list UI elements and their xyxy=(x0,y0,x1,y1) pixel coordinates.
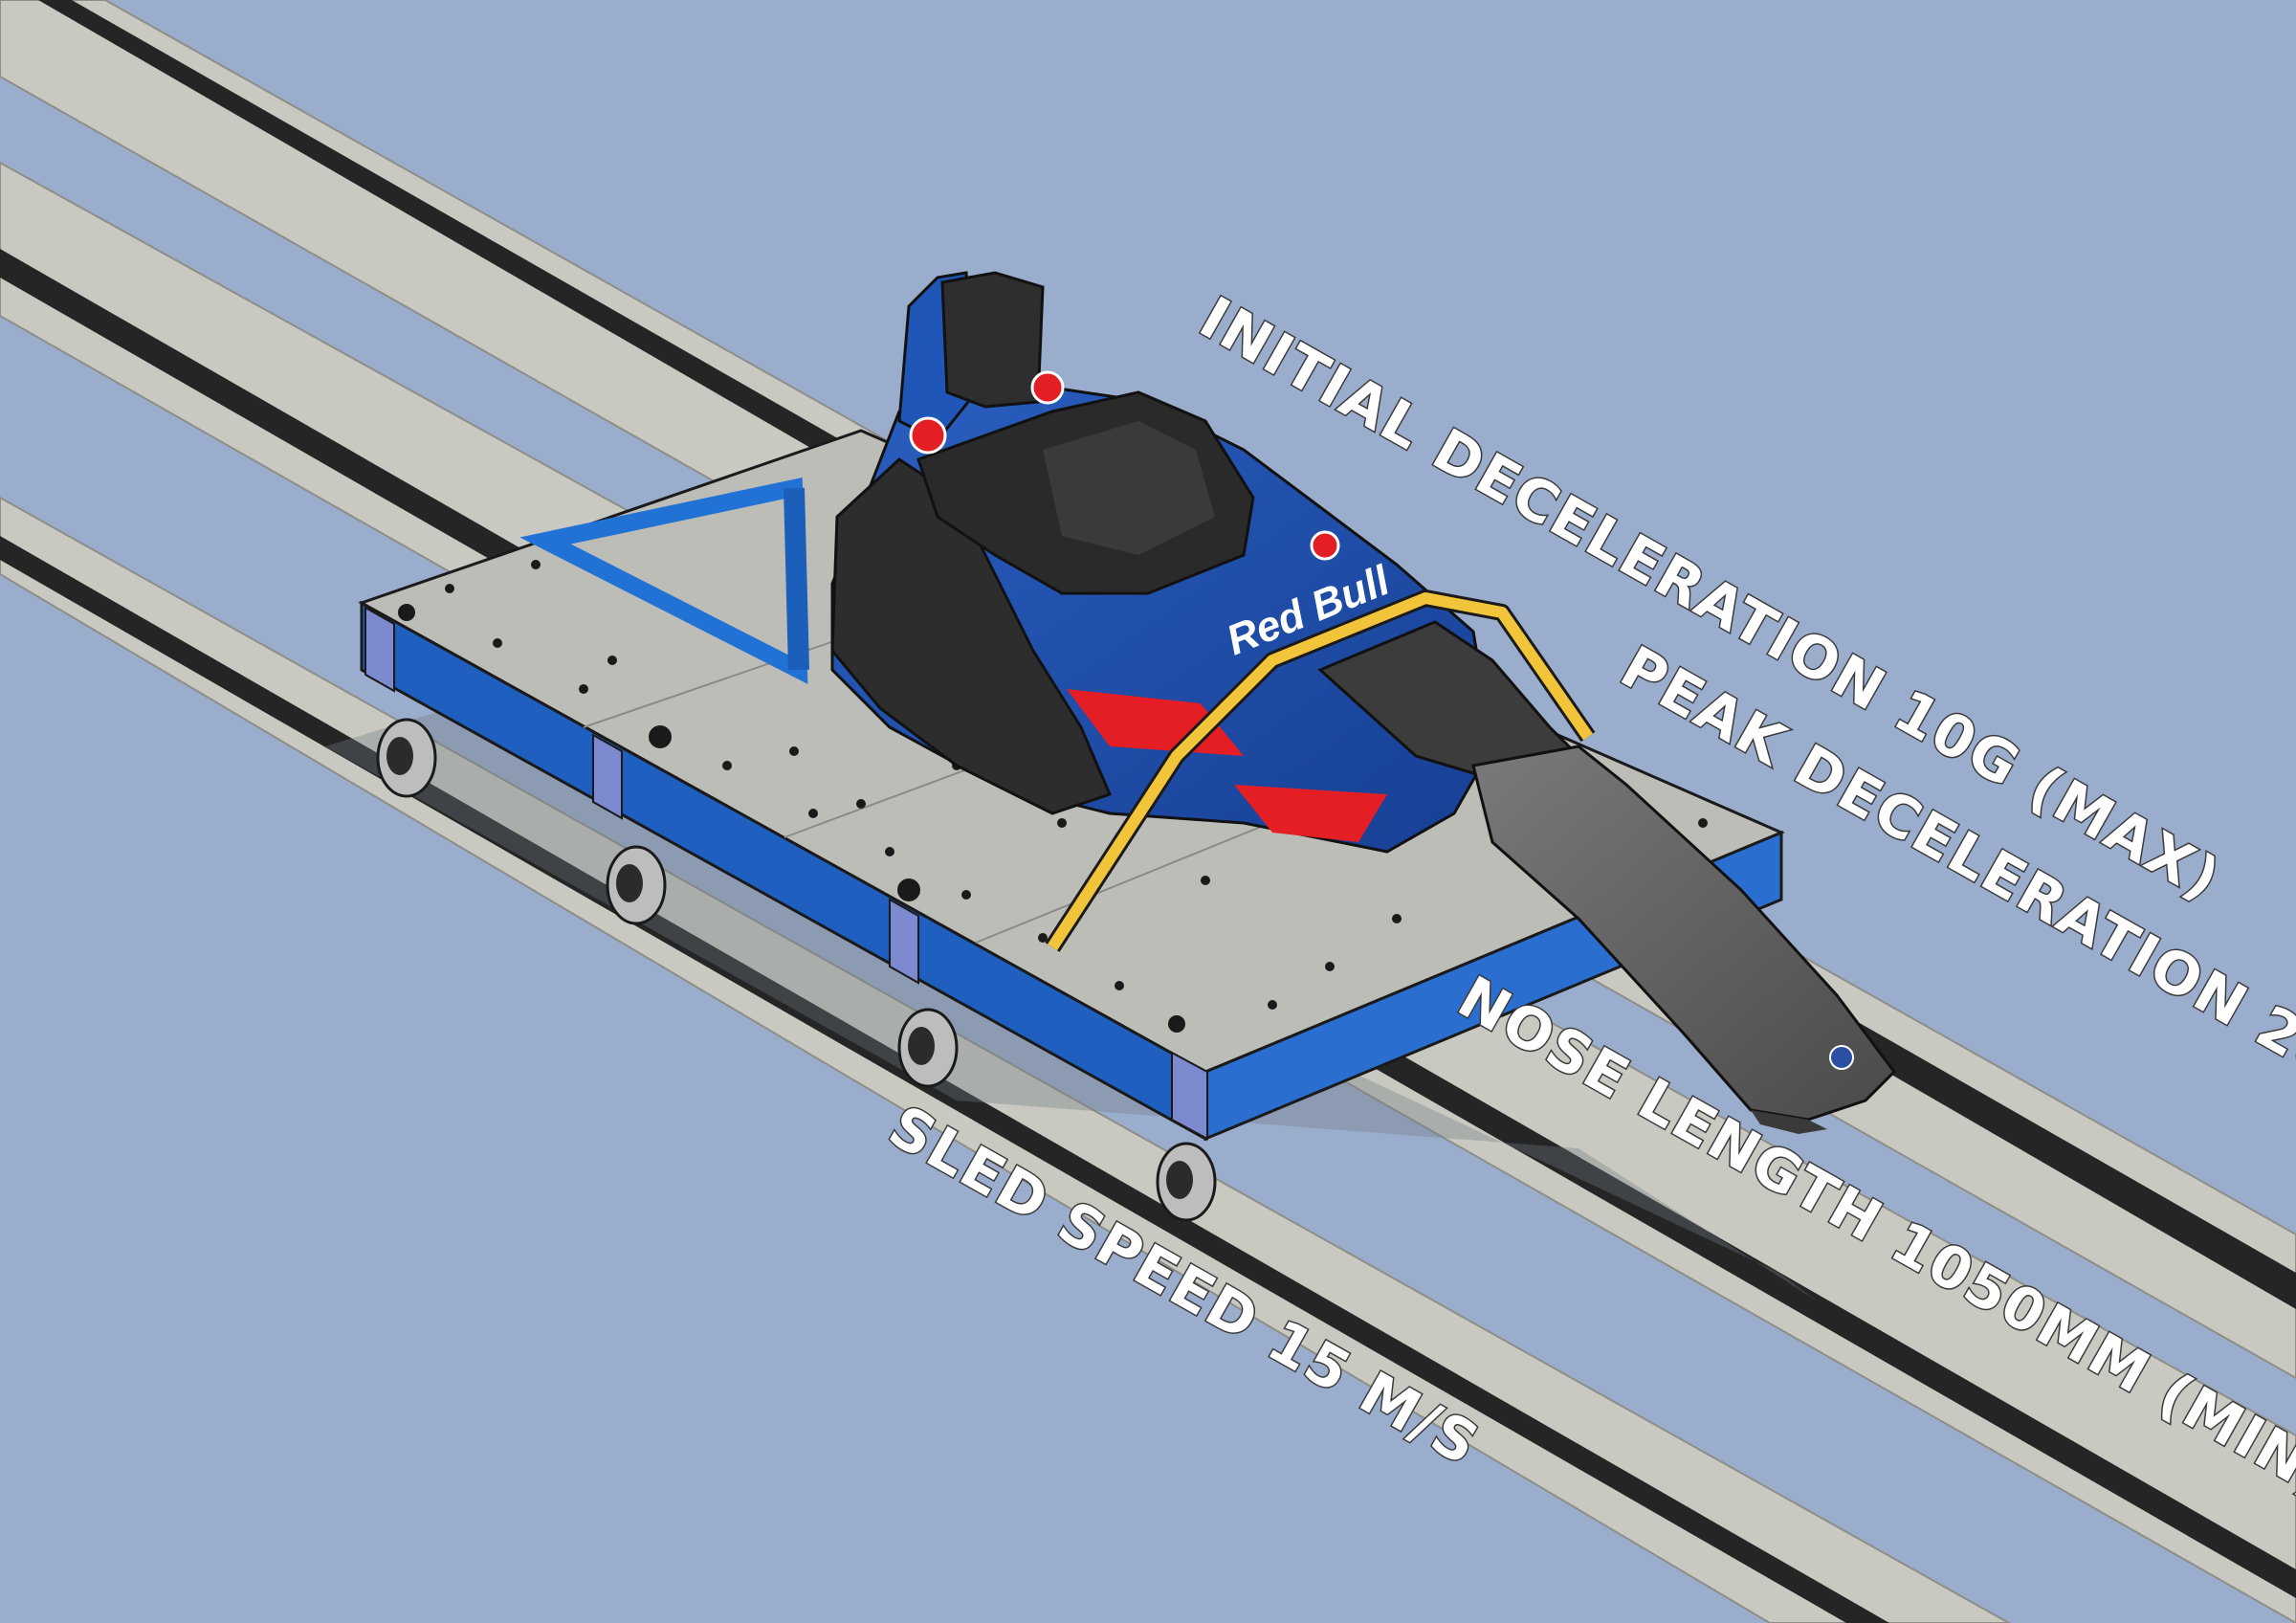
seat xyxy=(1043,421,1215,555)
monocoque: Red Bull xyxy=(830,271,1896,1134)
deck-bolts xyxy=(398,560,1708,1033)
wheel-3 xyxy=(897,1008,959,1088)
team-roundels xyxy=(909,370,1340,561)
nose-badge xyxy=(1829,1045,1854,1070)
tie-down-strap xyxy=(1047,592,1593,951)
wheel-2 xyxy=(606,845,667,925)
track-strip-lower xyxy=(0,496,2012,1623)
headrest-pad xyxy=(940,271,1045,409)
sled-truss-post xyxy=(784,487,809,671)
front-bulkhead xyxy=(1317,620,1581,787)
sled-wheels xyxy=(376,718,1217,1222)
wheel-4 xyxy=(1156,1142,1217,1222)
nose-cone xyxy=(1471,745,1896,1122)
sled-uprights xyxy=(364,606,1208,1141)
nose-tip xyxy=(1751,1110,1827,1134)
livery-red-stripe-2 xyxy=(1234,785,1387,842)
wheel-1 xyxy=(376,718,437,798)
